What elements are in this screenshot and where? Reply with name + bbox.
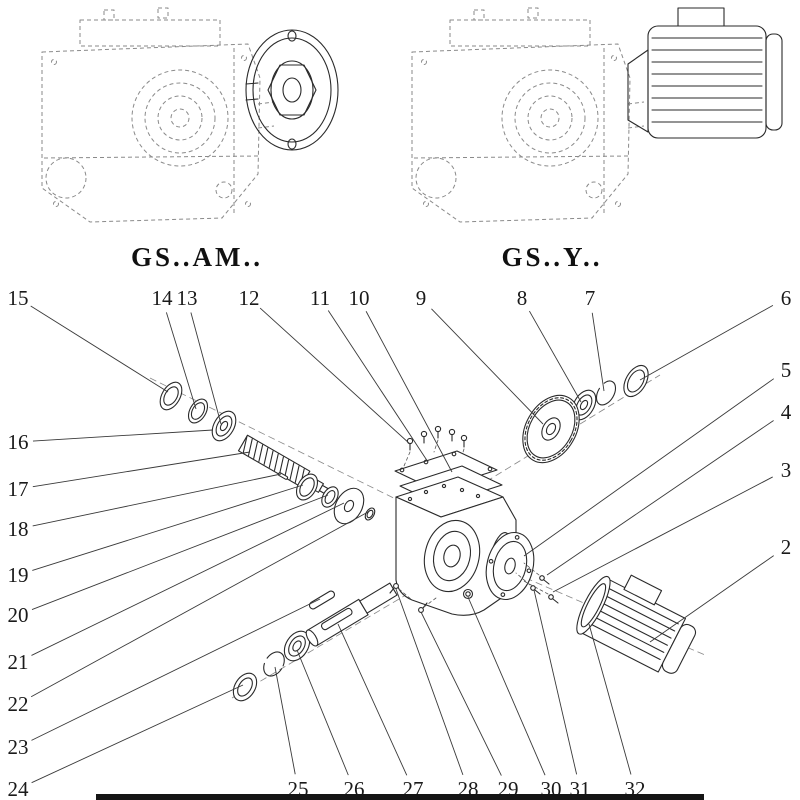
callout-number-7: 7	[585, 286, 596, 310]
leader-line-21	[31, 502, 345, 656]
callout-number-15: 15	[8, 286, 29, 310]
leader-line-5	[523, 378, 775, 557]
leader-line-22	[30, 511, 369, 698]
part-motor-input-unit	[576, 574, 697, 674]
callout-number-6: 6	[781, 286, 792, 310]
leader-line-11	[327, 310, 429, 463]
part-circlip-output	[263, 651, 285, 677]
part-circlip-upper	[595, 380, 617, 406]
part-helical-gear	[522, 394, 580, 464]
gearbox-variant-y-drawing: GS..Y..	[411, 7, 783, 272]
leader-line-12	[259, 307, 411, 445]
callout-number-3: 3	[781, 458, 792, 482]
gearbox-variant-am-drawing: GS..AM..	[41, 7, 339, 272]
page-edge-bar	[96, 794, 704, 800]
part-housing	[395, 476, 517, 616]
leader-line-32	[588, 623, 632, 775]
leader-line-15	[30, 305, 169, 393]
callout-number-13: 13	[177, 286, 198, 310]
leader-line-18	[32, 473, 282, 527]
leader-line-8	[529, 310, 582, 403]
electric-motor-drawing	[627, 7, 783, 139]
exploded-assembly: 1514131211109876543216171819202122232425…	[8, 286, 792, 800]
leader-line-31	[533, 589, 578, 775]
callout-number-2: 2	[781, 535, 792, 559]
part-oil-seal-input	[159, 381, 183, 411]
callout-number-9: 9	[416, 286, 427, 310]
leader-line-2	[649, 555, 774, 643]
leader-line-23	[31, 598, 321, 741]
part-oil-seal-output	[232, 672, 258, 702]
callout-number-14: 14	[152, 286, 174, 310]
leader-line-27	[337, 623, 408, 776]
part-end-disc	[333, 487, 365, 525]
leader-line-20	[31, 494, 329, 611]
output-flange-disc	[245, 29, 339, 151]
leader-line-10	[365, 311, 453, 473]
gearbox-ghost-outline	[411, 7, 645, 223]
part-bearing-output	[283, 630, 311, 662]
leader-line-13	[190, 312, 222, 425]
leader-line-30	[467, 596, 546, 776]
callout-number-19: 19	[8, 563, 29, 587]
leader-line-26	[296, 649, 349, 776]
callout-number-18: 18	[8, 517, 29, 541]
callout-number-12: 12	[239, 286, 260, 310]
callout-number-11: 11	[310, 286, 330, 310]
part-retaining-ring-input	[187, 398, 209, 424]
part-ring-small	[364, 507, 376, 521]
leader-line-25	[274, 666, 296, 775]
part-cover-screws	[403, 425, 468, 467]
part-flange-screws	[515, 562, 559, 604]
leader-line-29	[420, 611, 502, 776]
callout-number-16: 16	[8, 430, 29, 454]
gearbox-ghost-outline	[41, 7, 275, 223]
leader-line-16	[32, 429, 214, 442]
part-key	[308, 590, 336, 610]
callout-number-17: 17	[8, 477, 29, 501]
callout-number-10: 10	[349, 286, 370, 310]
callout-number-21: 21	[8, 650, 29, 674]
leader-line-3	[552, 476, 773, 593]
part-bearing-input	[211, 410, 237, 442]
leader-line-7	[591, 312, 605, 392]
leader-line-14	[165, 312, 197, 410]
variant-label-gsy: GS..Y..	[501, 242, 602, 272]
part-output-flange-ring	[485, 531, 535, 601]
callout-number-20: 20	[8, 603, 29, 627]
callout-number-5: 5	[781, 358, 792, 382]
leader-line-9	[431, 308, 544, 425]
callout-number-4: 4	[781, 400, 792, 424]
callout-number-24: 24	[8, 777, 30, 800]
leader-line-24	[31, 684, 244, 784]
leader-line-17	[32, 451, 251, 488]
callout-number-8: 8	[517, 286, 528, 310]
leader-line-6	[639, 304, 774, 381]
part-bearing-worm	[295, 473, 319, 501]
leader-line-4	[546, 420, 774, 576]
part-small-screws	[389, 583, 437, 613]
leader-line-28	[395, 588, 464, 776]
variant-label-gsam: GS..AM..	[131, 242, 263, 272]
callout-number-23: 23	[8, 735, 29, 759]
leader-line-19	[32, 484, 304, 571]
callout-number-22: 22	[8, 692, 29, 716]
part-washer-small	[321, 486, 339, 508]
part-output-shaft	[305, 582, 398, 647]
part-shim-ring	[623, 364, 649, 398]
